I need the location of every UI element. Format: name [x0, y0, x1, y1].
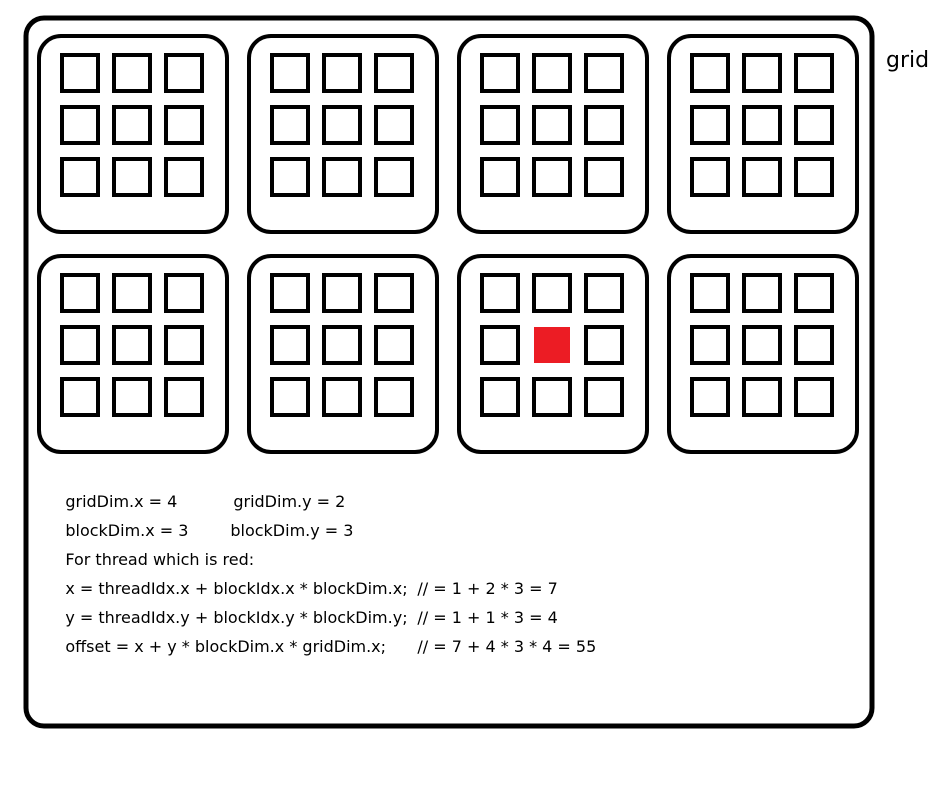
thread-1-1-0-2	[270, 377, 310, 417]
thread-2-0-2-1	[584, 105, 624, 145]
thread-3-0-0-1	[690, 105, 730, 145]
note-offset-formula: offset = x + y * blockDim.x * gridDim.x;	[65, 637, 387, 656]
thread-1-1-1-2	[322, 377, 362, 417]
thread-1-0-0-2	[270, 157, 310, 197]
grid-label: grid	[886, 48, 930, 73]
thread-1-0-1-1	[322, 105, 362, 145]
thread-3-0-2-0	[794, 53, 834, 93]
thread-1-0-1-0	[322, 53, 362, 93]
note-y-formula: y = threadIdx.y + blockIdx.y * blockDim.…	[65, 608, 408, 627]
thread-2-1-2-2	[584, 377, 624, 417]
thread-2-0-2-0	[584, 53, 624, 93]
thread-0-1-0-0	[60, 273, 100, 313]
thread-0-0-0-1	[60, 105, 100, 145]
thread-0-0-2-1	[164, 105, 204, 145]
thread-0-0-0-0	[60, 53, 100, 93]
thread-0-1-2-1	[164, 325, 204, 365]
thread-2-0-1-2	[532, 157, 572, 197]
thread-2-1-0-1	[480, 325, 520, 365]
thread-0-0-2-2	[164, 157, 204, 197]
thread-1-0-1-2	[322, 157, 362, 197]
thread-3-1-2-1	[794, 325, 834, 365]
thread-2-0-1-1	[532, 105, 572, 145]
thread-3-1-0-2	[690, 377, 730, 417]
thread-3-1-2-0	[794, 273, 834, 313]
thread-1-0-2-1	[374, 105, 414, 145]
thread-highlighted	[534, 327, 570, 363]
thread-1-1-0-1	[270, 325, 310, 365]
thread-1-1-2-0	[374, 273, 414, 313]
thread-2-1-1-0	[532, 273, 572, 313]
thread-3-1-0-1	[690, 325, 730, 365]
thread-3-1-1-0	[742, 273, 782, 313]
thread-2-0-0-2	[480, 157, 520, 197]
thread-1-1-1-0	[322, 273, 362, 313]
thread-1-0-2-0	[374, 53, 414, 93]
thread-0-1-1-1	[112, 325, 152, 365]
thread-2-0-2-2	[584, 157, 624, 197]
thread-0-1-0-2	[60, 377, 100, 417]
thread-3-0-2-1	[794, 105, 834, 145]
thread-3-0-1-0	[742, 53, 782, 93]
thread-0-0-1-1	[112, 105, 152, 145]
thread-2-1-2-0	[584, 273, 624, 313]
thread-3-1-2-2	[794, 377, 834, 417]
thread-2-1-0-2	[480, 377, 520, 417]
thread-3-1-1-2	[742, 377, 782, 417]
note-x-formula: x = threadIdx.x + blockIdx.x * blockDim.…	[65, 579, 408, 598]
thread-1-0-0-0	[270, 53, 310, 93]
thread-0-1-1-0	[112, 273, 152, 313]
thread-0-1-1-2	[112, 377, 152, 417]
thread-1-1-1-1	[322, 325, 362, 365]
thread-1-0-2-2	[374, 157, 414, 197]
note-offset-result: // = 7 + 4 * 3 * 4 = 55	[417, 637, 597, 656]
thread-3-0-2-2	[794, 157, 834, 197]
note-y-result: // = 1 + 1 * 3 = 4	[417, 608, 558, 627]
note-blockdim-x: blockDim.x = 3	[65, 521, 189, 540]
thread-0-1-2-0	[164, 273, 204, 313]
note-griddim-x: gridDim.x = 4	[65, 492, 178, 511]
thread-1-1-0-0	[270, 273, 310, 313]
thread-3-1-0-0	[690, 273, 730, 313]
thread-3-1-1-1	[742, 325, 782, 365]
thread-3-0-0-2	[690, 157, 730, 197]
note-red-thread-heading: For thread which is red:	[65, 550, 255, 569]
thread-0-0-0-2	[60, 157, 100, 197]
thread-0-1-0-1	[60, 325, 100, 365]
thread-2-1-1-2	[532, 377, 572, 417]
thread-0-0-2-0	[164, 53, 204, 93]
thread-2-1-2-1	[584, 325, 624, 365]
thread-2-0-0-1	[480, 105, 520, 145]
thread-3-0-1-1	[742, 105, 782, 145]
blocks-layer	[37, 34, 859, 454]
note-griddim-y: gridDim.y = 2	[233, 492, 346, 511]
thread-0-0-1-0	[112, 53, 152, 93]
thread-0-1-2-2	[164, 377, 204, 417]
thread-2-1-0-0	[480, 273, 520, 313]
grid-outer-frame	[23, 15, 875, 729]
thread-1-1-2-2	[374, 377, 414, 417]
thread-1-1-2-1	[374, 325, 414, 365]
thread-2-0-1-0	[532, 53, 572, 93]
thread-1-0-0-1	[270, 105, 310, 145]
note-blockdim-y: blockDim.y = 3	[230, 521, 354, 540]
thread-0-0-1-2	[112, 157, 152, 197]
note-x-result: // = 1 + 2 * 3 = 7	[417, 579, 558, 598]
thread-3-0-0-0	[690, 53, 730, 93]
thread-2-0-0-0	[480, 53, 520, 93]
thread-3-0-1-2	[742, 157, 782, 197]
